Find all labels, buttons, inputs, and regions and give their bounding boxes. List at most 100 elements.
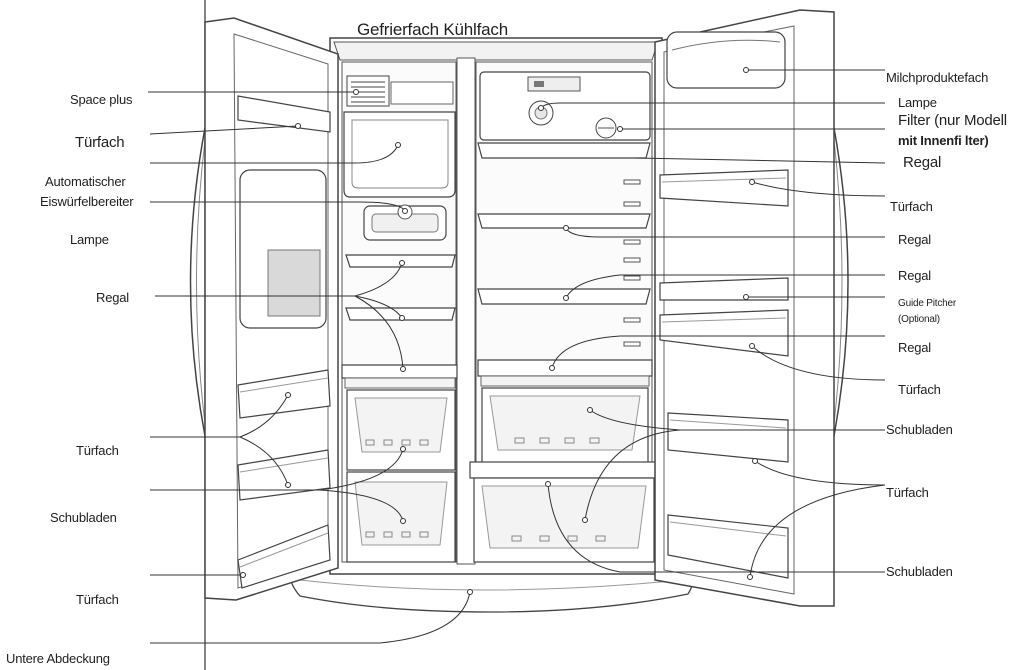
- label-door-bin-right-1: Türfach: [890, 199, 933, 214]
- drawer-rib: [365, 531, 375, 538]
- right-door-bin-rim: [661, 317, 787, 323]
- drawer-rib: [595, 535, 606, 542]
- freezer-drawer-lower-inner: [354, 481, 448, 546]
- label-door-bin-top: Türfach: [75, 134, 125, 151]
- ice-bin: [343, 111, 456, 198]
- leader-dot: [467, 589, 473, 595]
- bottom-cover-body: [289, 565, 695, 613]
- leader-line-shelf-2: [354, 295, 403, 319]
- leader-dots: [240, 67, 758, 595]
- fridge-drawer-cover: [477, 359, 653, 377]
- leader-dot: [395, 142, 401, 148]
- shelf-peg: [623, 275, 641, 281]
- leader-line-shelf-r4: [551, 335, 885, 369]
- leader-line-drawers-2: [319, 489, 404, 522]
- leader-dot: [563, 225, 569, 231]
- leader-dot: [743, 294, 749, 300]
- freezer-top-panel: [390, 81, 454, 105]
- dispenser-recess: [267, 249, 321, 317]
- leader-dot: [549, 365, 555, 371]
- guide-pitcher-bin: [659, 277, 789, 301]
- shelf-peg: [623, 257, 641, 263]
- label-shelf-right-2: Regal: [898, 232, 931, 247]
- label-guide-pitcher-line1: Guide Pitcher: [898, 298, 956, 309]
- drawer-rib: [365, 439, 375, 446]
- shelf-peg: [623, 341, 641, 347]
- leader-line-shelf-r3: [565, 274, 885, 299]
- drawer-rib: [419, 531, 429, 538]
- bottom-cover: [289, 565, 695, 613]
- leader-dot: [747, 574, 753, 580]
- left-door: [189, 17, 339, 601]
- drawer-rib: [401, 531, 411, 538]
- label-door-bin-bottom: Türfach: [76, 592, 119, 607]
- cabinet-top-strip: [333, 41, 659, 61]
- leader-dot: [749, 343, 755, 349]
- left-door-handle: [189, 127, 206, 437]
- leader-dot: [538, 105, 544, 111]
- label-shelf-right-4: Regal: [898, 340, 931, 355]
- left-door-handle-inner: [196, 139, 206, 425]
- label-door-bin-middle: Türfach: [76, 443, 119, 458]
- drawer-rib: [383, 439, 393, 446]
- fridge-drawer-cover-lip: [480, 375, 650, 387]
- label-door-bin-right-3: Türfach: [886, 485, 929, 500]
- left-door-bin: [237, 369, 331, 419]
- leader-dot: [400, 366, 406, 372]
- freezer-drawer-cover: [341, 364, 458, 379]
- leader-dot: [752, 458, 758, 464]
- drawer-rib: [383, 531, 393, 538]
- label-shelf-left: Regal: [96, 290, 129, 305]
- label-drawers-left: Schubladen: [50, 510, 117, 525]
- leader-dot: [240, 572, 246, 578]
- leader-line-shelf-r1: [635, 157, 886, 164]
- leader-dot: [563, 295, 569, 301]
- drawer-rib: [539, 437, 550, 444]
- leader-line-door-bin-r3b: [749, 484, 886, 578]
- left-door-bin-rim: [239, 377, 329, 393]
- leader-dot: [545, 481, 551, 487]
- leader-dot: [402, 208, 408, 214]
- fridge-shelf: [477, 213, 651, 229]
- shelf-peg: [623, 179, 641, 185]
- leader-dot: [400, 446, 406, 452]
- shelf-peg: [623, 201, 641, 207]
- leader-dot: [587, 407, 593, 413]
- label-lamp-right: Lampe: [898, 95, 937, 110]
- left-door-bin-rim: [239, 457, 329, 473]
- leader-line-shelf-3: [354, 295, 404, 370]
- dairy-compartment-lid: [671, 39, 781, 51]
- leader-dot: [353, 89, 359, 95]
- leader-line-door-bin-r1: [751, 181, 886, 197]
- leader-dot: [400, 518, 406, 524]
- shelf-peg: [623, 239, 641, 245]
- right-door-bin-rim: [661, 177, 787, 183]
- bottom-cover-edge: [299, 579, 683, 591]
- drawer-rib: [564, 437, 575, 444]
- shelf-peg: [623, 317, 641, 323]
- right-door-handle: [833, 127, 849, 437]
- drawer-rib: [514, 437, 525, 444]
- label-drawers-right-1: Schubladen: [886, 422, 953, 437]
- right-door: [654, 9, 849, 607]
- center-divider: [456, 57, 476, 565]
- control-display-indicator: [534, 81, 544, 87]
- label-shelf-right-3: Regal: [898, 268, 931, 283]
- label-door-bin-right-2: Türfach: [898, 382, 941, 397]
- leader-dot: [582, 517, 588, 523]
- label-drawers-right-2: Schubladen: [886, 564, 953, 579]
- leader-dot: [399, 260, 405, 266]
- right-door-bin-rim: [669, 521, 787, 537]
- label-ice-maker-line2: Eiswürfelbereiter: [40, 194, 134, 209]
- leader-dot: [617, 126, 623, 132]
- fridge-drawer-lower-inner: [481, 485, 647, 549]
- leader-lines-right: [540, 69, 886, 578]
- leader-line-door-bin-top: [149, 125, 299, 135]
- freezer-drawer-upper-inner: [354, 397, 448, 453]
- label-shelf-right-1: Regal: [903, 154, 942, 171]
- freezer-shelf: [345, 307, 456, 321]
- label-dairy-compartment: Milchproduktefach: [886, 70, 989, 85]
- fridge-drawer-upper-inner: [489, 395, 641, 451]
- label-bottom-cover: Untere Abdeckung: [6, 651, 110, 666]
